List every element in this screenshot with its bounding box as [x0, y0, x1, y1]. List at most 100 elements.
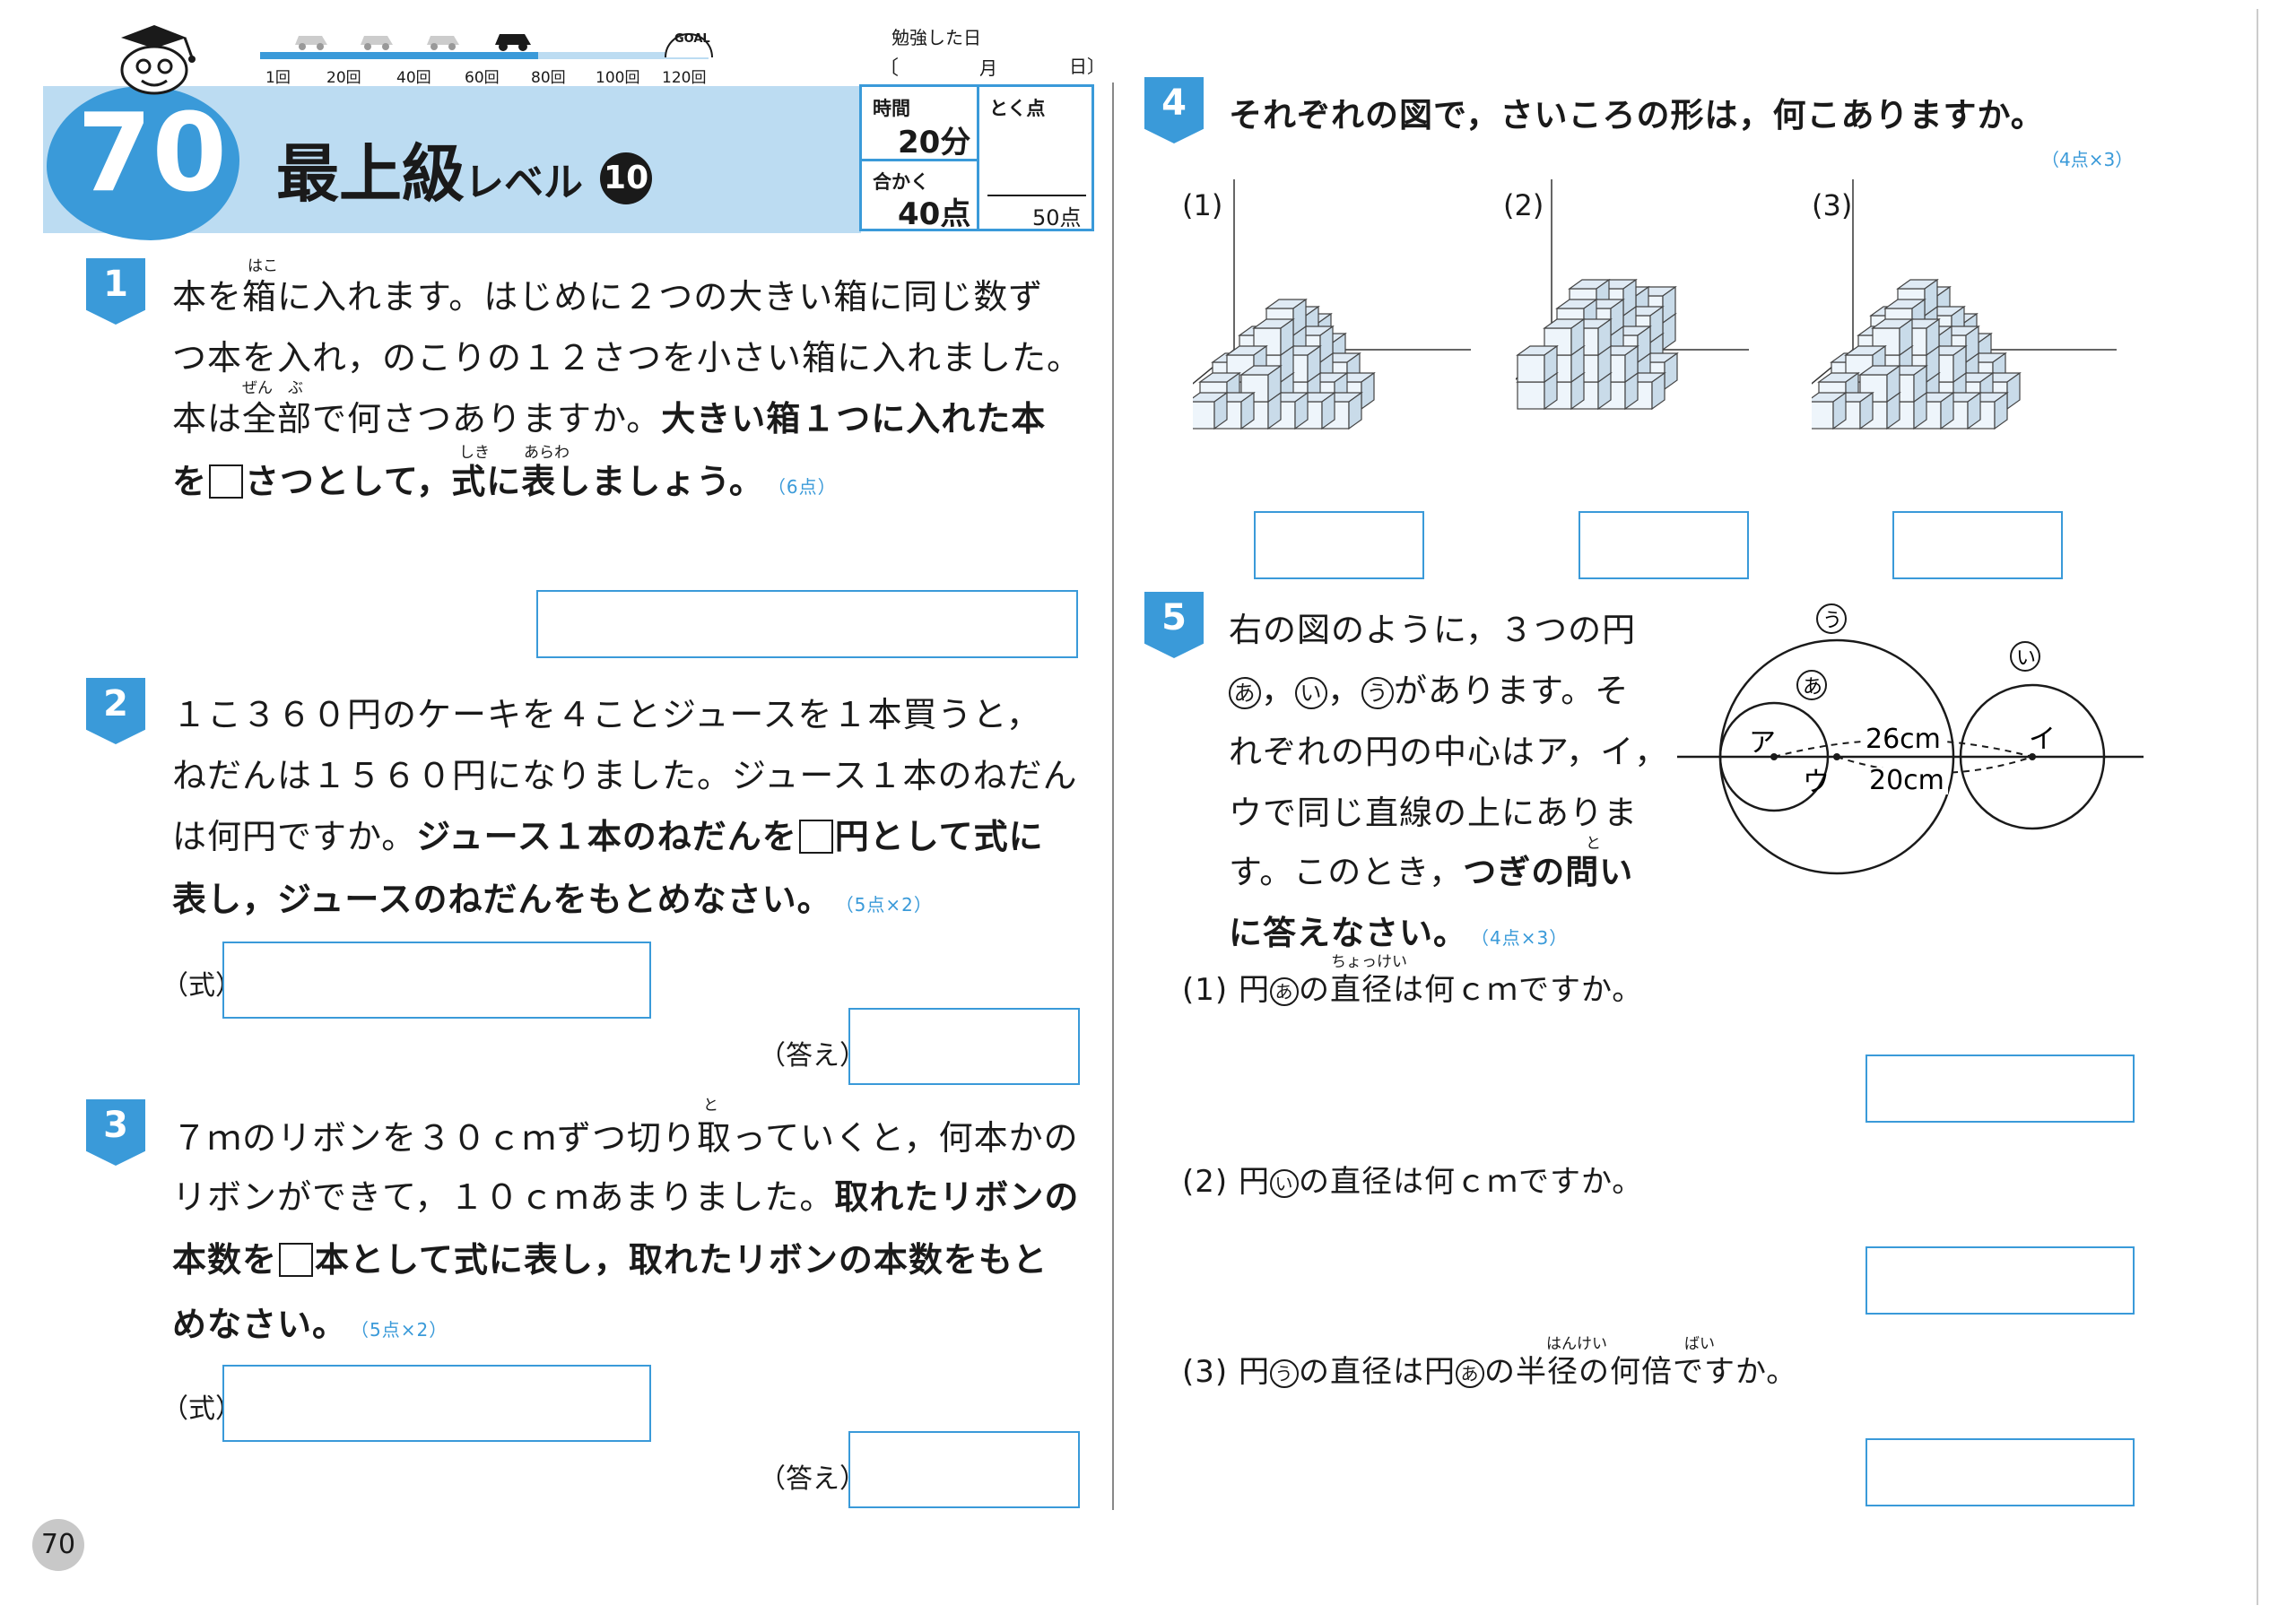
q3-line-4-text: めなさい。 — [172, 1305, 348, 1344]
q1-line-3-text: 本は全部で何さつありますか。 — [172, 399, 662, 438]
q3-line-3: 本数を本として式に表し，取れたリボンの本数をもと — [172, 1232, 1048, 1281]
circle-a-mark: あ — [1269, 977, 1299, 1006]
title-main: 最上級 — [276, 137, 465, 211]
ruby: はこ — [248, 257, 278, 275]
q5-answer-box-1[interactable] — [1866, 1055, 2135, 1123]
blank-square — [798, 820, 833, 854]
q5-line-5: す。このとき，つぎの問い — [1229, 845, 1633, 893]
car-icon — [295, 36, 327, 50]
q1-line-4-text: を — [172, 462, 208, 501]
q5-line-6-text: に答えなさい。 — [1229, 914, 1467, 952]
progress-label: 100回 — [596, 69, 640, 87]
q4-answer-box-1[interactable] — [1254, 511, 1424, 579]
page-edge — [2257, 9, 2258, 1605]
q2-line-3-bold: ジュース１本のねだんを — [416, 817, 797, 856]
progress-fill — [260, 52, 538, 59]
progress-label: 120回 — [662, 69, 707, 87]
progress-label: 40回 — [396, 69, 431, 87]
q5-sub-2: (2) 円いの直径は何ｃｍですか。 — [1182, 1157, 1643, 1201]
q1-answer-box[interactable] — [536, 590, 1078, 658]
level-number: 10 — [600, 152, 653, 204]
q5-answer-box-3[interactable] — [1866, 1438, 2135, 1506]
q4-label-3: (3) — [1812, 188, 1853, 222]
q2-answer-box[interactable] — [848, 1008, 1080, 1085]
q5-line-2-text: があります。そ — [1394, 672, 1630, 710]
study-date-day: 日〕 — [1069, 56, 1105, 77]
mascot-icon — [120, 25, 196, 95]
car-icon — [427, 36, 459, 50]
time-label: 時間 — [873, 98, 910, 119]
q2-line-3: は何円ですか。ジュース１本のねだんを円として式に — [172, 809, 1044, 858]
ruby: ぜん ぶ — [242, 379, 303, 397]
q4-answer-box-2[interactable] — [1578, 511, 1749, 579]
q5-line-1: 右の図のように，３つの円 — [1229, 611, 1637, 649]
q4-answer-box-3[interactable] — [1892, 511, 2063, 579]
cube — [1516, 344, 1559, 384]
question-badge-5: 5 — [1144, 592, 1204, 658]
q2-points: （5点×2） — [844, 894, 933, 916]
cube — [1193, 391, 1229, 430]
fig-label-a-circle: あ — [1803, 676, 1822, 699]
q5-line-5-text: す。このとき， — [1229, 853, 1464, 891]
q1-line-2: つ本を入れ，のこりの１２さつを小さい箱に入れました。 — [172, 338, 1083, 378]
q3-answer-box[interactable] — [848, 1431, 1080, 1508]
circle-u-mark: う — [1361, 677, 1394, 709]
q4-label-2: (2) — [1503, 188, 1544, 222]
q5-sub-3-text: の直径は円 — [1298, 1354, 1456, 1390]
fig-label-20: 20cm — [1869, 765, 1944, 796]
q2-line-1: １こ３６０円のケーキを４ことジュースを１本買うと， — [172, 695, 1041, 734]
q5-sub-1-num: (1) — [1182, 972, 1229, 1008]
circle-a-mark: あ — [1229, 677, 1261, 709]
question-badge-3: 3 — [86, 1099, 145, 1166]
q5-sub-2-num: (2) — [1182, 1164, 1229, 1200]
q1-line-4-text: さつとして，式に表しましょう。 — [245, 462, 764, 501]
q5-sub-1-text: の直径は何ｃｍですか。 — [1298, 972, 1644, 1008]
q5-line-3: れぞれの円の中心はア，イ， — [1229, 733, 1669, 771]
q2-shiki-box[interactable] — [222, 942, 651, 1019]
fig-label-26: 26cm — [1866, 724, 1941, 755]
cube-figure-3 — [1812, 179, 2117, 430]
cube-figure-2 — [1516, 179, 1749, 411]
q2-line-4: 表し，ジュースのねだんをもとめなさい。 （5点×2） — [172, 872, 933, 921]
q3-line-2: リボンができて，１０ｃｍあまりました。取れたリボンの — [172, 1169, 1079, 1219]
q5-sub-3: (3) 円うの直径は円あの半径の何倍ですか。 — [1182, 1347, 1797, 1391]
q5-sub-2-text: 円 — [1238, 1164, 1270, 1200]
q2-line-4-text: 表し，ジュースのねだんをもとめなさい。 — [172, 880, 832, 919]
cube — [1812, 391, 1848, 430]
q3-points: （5点×2） — [360, 1319, 448, 1341]
q2-line-3-bold: 円として式に — [834, 817, 1044, 856]
blank-square — [209, 464, 244, 499]
ruby: しき — [459, 444, 490, 462]
circle-a-mark: あ — [1455, 1359, 1484, 1388]
fig-label-A: ア — [1749, 727, 1776, 759]
goal-label: GOAL — [674, 32, 710, 46]
progress-label: 1回 — [265, 69, 291, 87]
q5-sub-3-text: の半径の何倍ですか。 — [1483, 1354, 1798, 1390]
q5-sub-2-text: の直径は何ｃｍですか。 — [1298, 1164, 1644, 1200]
blank-square — [279, 1243, 314, 1277]
q5-answer-box-2[interactable] — [1866, 1246, 2135, 1315]
q5-points: （4点×3） — [1480, 927, 1569, 949]
car-icon — [361, 36, 393, 50]
q2-line-2: ねだんは１５６０円になりました。ジュース１本のねだん — [172, 756, 1078, 795]
circle-i-mark: い — [1295, 677, 1327, 709]
fig-label-u-circle: う — [1822, 610, 1842, 632]
q5-line-5-bold: つぎの問い — [1463, 853, 1634, 891]
car-icon-current — [495, 34, 531, 51]
q1-points: （6点） — [776, 476, 837, 498]
pass-value: 40点 — [898, 196, 971, 232]
q5-sub-1: (1) 円あの直径は何ｃｍですか。 — [1182, 965, 1643, 1009]
cube — [1239, 364, 1283, 404]
score-box: 時間 20分 合かく 40点 とく点 50点 — [859, 84, 1094, 232]
progress-label: 60回 — [465, 69, 500, 87]
unit-number: 70 — [77, 91, 227, 216]
page-divider — [1112, 82, 1114, 1510]
q5-line-6: に答えなさい。 （4点×3） — [1229, 906, 1568, 954]
q5-sub-3-text: 円 — [1238, 1354, 1270, 1390]
progress-label: 80回 — [531, 69, 566, 87]
q3-shiki-box[interactable] — [222, 1365, 651, 1442]
level-title: 最上級レベル 10 — [276, 124, 653, 214]
q4-points: （4点×3） — [2041, 149, 2134, 170]
q4-label-1: (1) — [1182, 188, 1223, 222]
goal-flag-icon — [665, 33, 713, 58]
